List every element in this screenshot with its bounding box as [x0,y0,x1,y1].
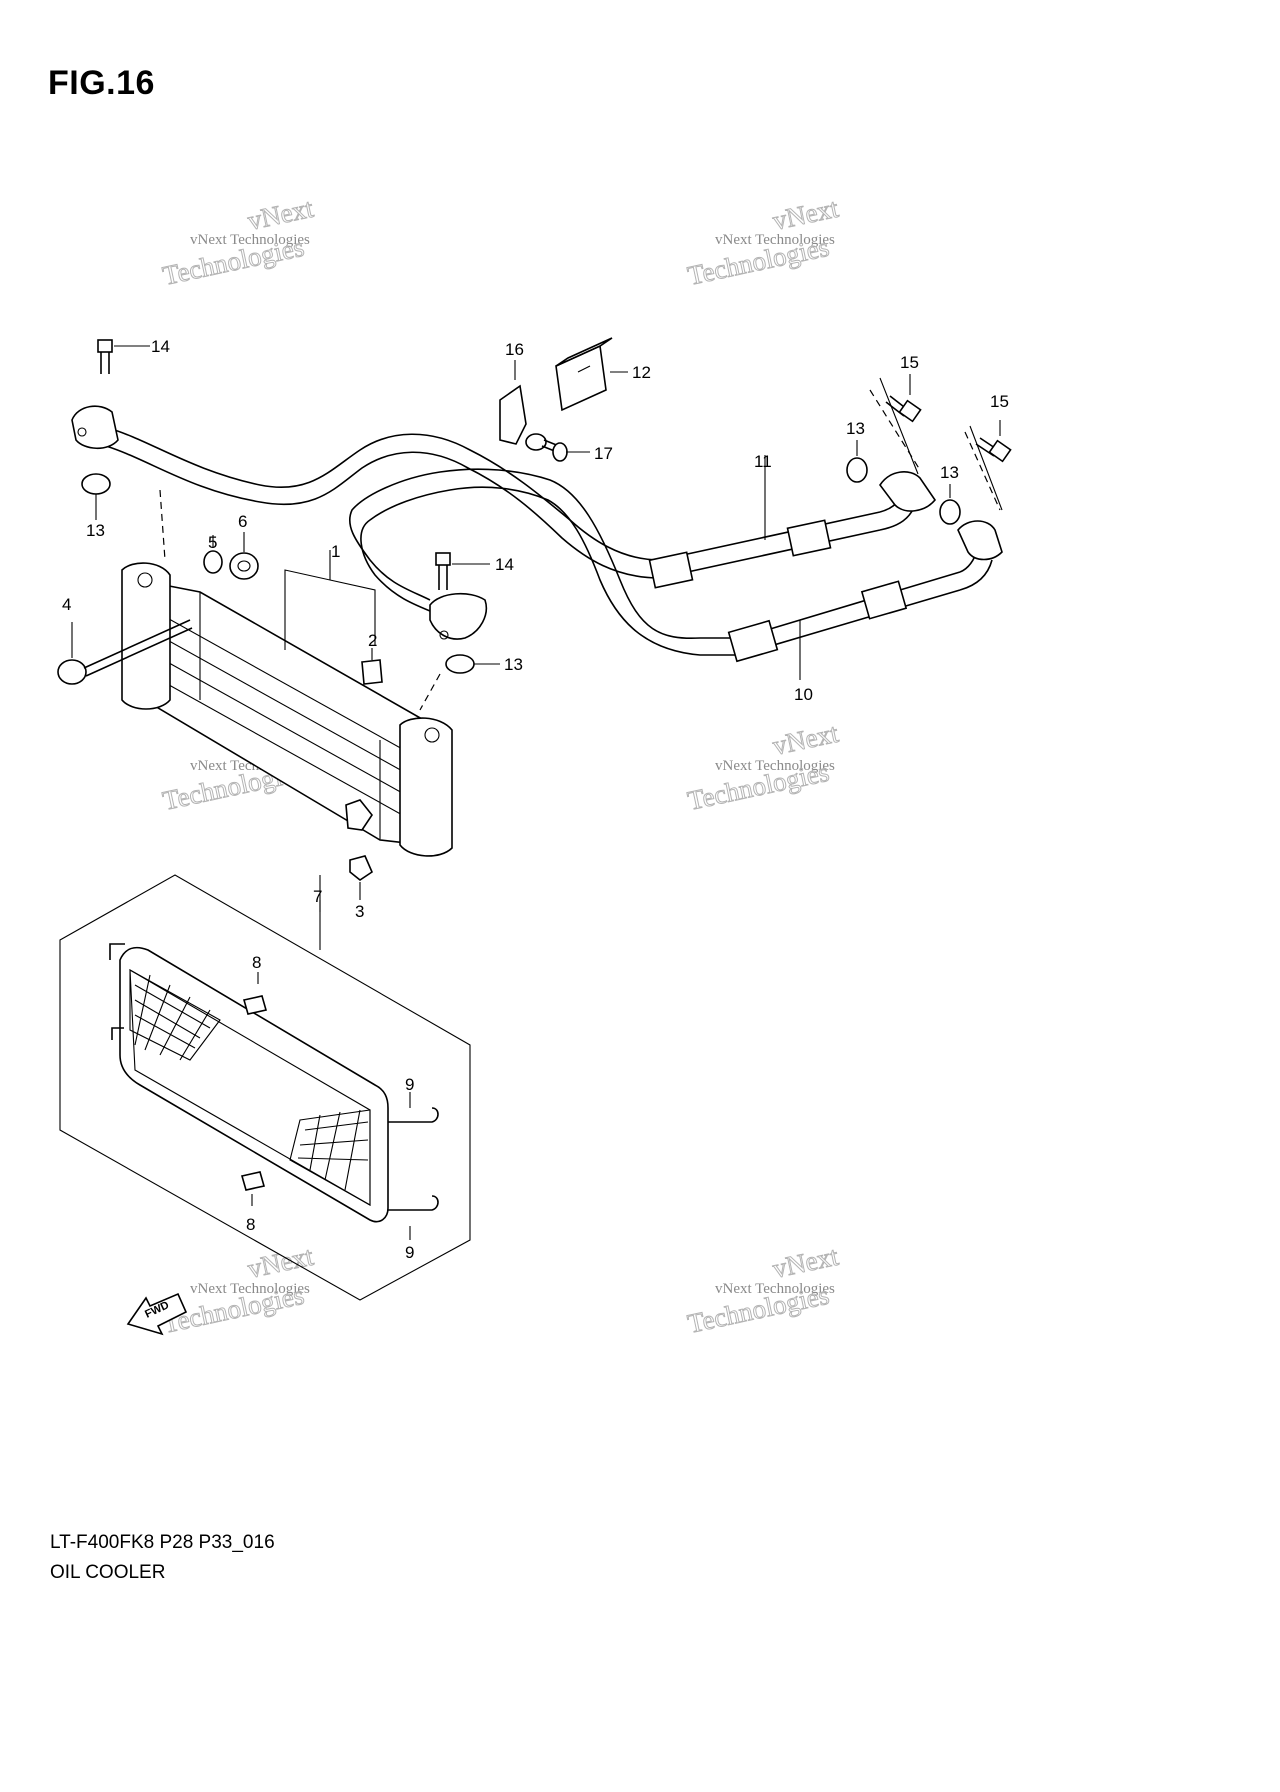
callout: 16 [505,340,524,359]
radiator-guard-7 [59,874,471,1301]
bracket-2 [361,659,383,685]
callout: 15 [990,392,1009,411]
oil-cooler-core [121,562,453,857]
bolt-15-right [975,437,1012,463]
upper-oil-pipe [71,405,661,579]
callout: 13 [504,655,523,674]
watermark-outline: vNext [245,193,316,236]
figure-title: FIG.16 [48,64,155,102]
guard-mesh-right [289,1109,371,1206]
oil-hose-10 [727,520,1003,663]
callout: 10 [794,685,813,704]
callout: 15 [900,353,919,372]
callout: 7 [313,887,322,906]
o-ring-13-hose11 [846,457,868,483]
callout: 14 [495,555,514,574]
watermark-text: vNext Technologies [190,232,310,248]
hook-9-bottom [388,1195,439,1211]
o-ring-13-mid [445,654,475,674]
bolt-4 [57,619,193,685]
cushion-8-bottom [240,1171,266,1191]
cushion-8-top [242,995,268,1015]
clip-3 [349,855,374,881]
watermark-mid-right: vNext Technologies Technologies vNext [685,717,842,816]
watermark-bottom-left: vNext Technologies Technologies vNext [160,1240,317,1339]
lower-oil-pipe [348,468,740,656]
callout: 13 [86,521,105,540]
model-code: LT-F400FK8 P28 P33_016 [50,1532,275,1553]
watermark-bottom-right: vNext Technologies Technologies vNext [685,1240,842,1339]
o-ring-13-hose10 [939,499,961,525]
callout: 5 [208,533,217,552]
callout: 12 [632,363,651,382]
callout: 4 [62,595,71,614]
callout: 13 [940,463,959,482]
grommet-6 [229,552,259,580]
watermark-top-right: vNext Technologies Technologies vNext [685,192,842,291]
watermark-top-left: vNext Technologies Technologies vNext [160,192,317,291]
callout: 11 [754,452,772,471]
leader-lines [71,345,1003,900]
bolt-17 [525,433,568,462]
callout: 8 [246,1215,255,1234]
watermark-text: vNext Technologies [715,1281,835,1297]
watermark-outline: vNext [770,1241,841,1284]
callout-labels: 1 2 3 4 5 6 7 8 8 9 9 10 11 12 13 13 13 … [62,337,1009,1262]
bolt-14-mid [435,552,451,590]
callout: 2 [368,631,377,650]
callout: 13 [846,419,865,438]
watermark-text: vNext Technologies [190,1281,310,1297]
callout: 1 [331,542,340,561]
fwd-arrow-icon: FWD [126,1292,188,1336]
bolt-15-left [885,395,922,423]
watermark-outline: vNext [245,1241,316,1284]
clamp-12 [555,337,613,412]
collar-5 [203,550,223,574]
callout: 17 [594,444,613,463]
callout: 9 [405,1075,414,1094]
oil-hose-11 [648,471,937,589]
callout: 9 [405,1243,414,1262]
o-ring-13-left [81,473,111,495]
bolt-14-top [97,339,113,374]
callout: 3 [355,902,364,921]
watermark-text: vNext Technologies [715,232,835,248]
callout: 8 [252,953,261,972]
small-parts [57,337,1012,881]
guard-mesh-left [129,969,221,1061]
watermark-text: vNext Technologies [715,758,835,774]
watermark-outline: vNext [770,718,841,761]
bracket-16 [499,384,527,445]
callout: 6 [238,512,247,531]
hook-9-top [388,1107,439,1123]
figure-caption: OIL COOLER [50,1562,166,1583]
callout: 14 [151,337,170,356]
watermark-outline: vNext [770,193,841,236]
